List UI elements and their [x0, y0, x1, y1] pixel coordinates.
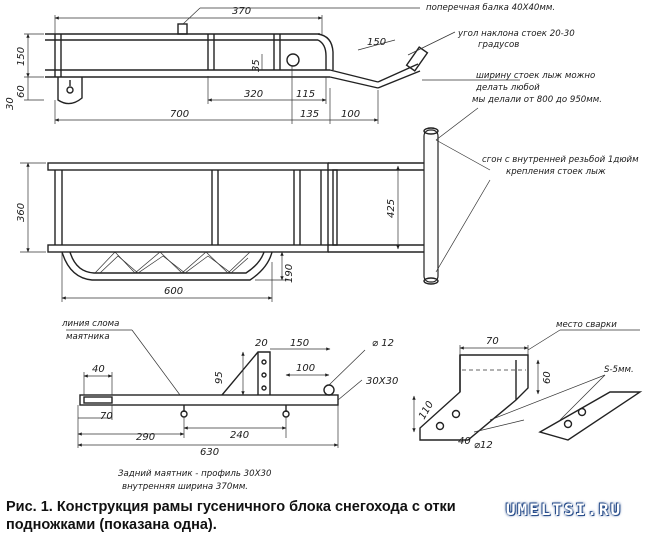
dim-70-pend: 70 [100, 411, 113, 422]
pendulum-view: 40 20 150 ⌀ 12 95 100 30Х30 70 290 240 6… [61, 319, 398, 492]
caption-line-2: подножками (показана одна). [6, 517, 217, 533]
dim-d12-pend: ⌀ 12 [372, 338, 394, 349]
dim-20: 20 [255, 338, 268, 349]
dim-95: 95 [214, 371, 225, 384]
note-width-2: делать любой [475, 83, 540, 93]
dim-425: 425 [386, 199, 397, 218]
dim-630: 630 [200, 447, 219, 458]
note-weld: место сварки [556, 320, 617, 330]
dim-40-foot: 40 [458, 436, 471, 447]
dim-110: 110 [417, 399, 436, 421]
dim-35: 35 [251, 59, 262, 72]
note-profile-2: внутренняя ширина 370мм. [122, 482, 248, 492]
dim-d12-foot: ⌀12 [474, 440, 493, 451]
dim-115: 115 [296, 89, 315, 100]
note-angle-1: угол наклона стоек 20-30 [457, 29, 575, 39]
dim-60: 60 [16, 85, 27, 98]
caption-line-1: Рис. 1. Конструкция рамы гусеничного бло… [6, 499, 456, 515]
dim-360: 360 [16, 203, 27, 222]
note-thread-2: крепления стоек лыж [506, 167, 606, 177]
note-thickness: S-5мм. [604, 365, 634, 375]
dim-30: 30 [5, 97, 16, 110]
dim-40: 40 [92, 364, 105, 375]
note-width-1: ширину стоек лыж можно [476, 71, 595, 81]
watermark-logo: UMELTSI.RU [505, 500, 623, 519]
dim-290: 290 [136, 432, 155, 443]
dim-150-ski: 150 [367, 37, 386, 48]
dim-370: 370 [232, 6, 251, 17]
dim-240: 240 [230, 430, 249, 441]
dim-60-foot: 60 [542, 371, 553, 384]
dim-190: 190 [284, 264, 295, 283]
dim-700: 700 [170, 109, 189, 120]
dim-150-side: 150 [16, 47, 27, 66]
plan-view: 360 425 190 600 сгон с внутренней резьбо… [16, 107, 639, 302]
dim-600: 600 [164, 286, 183, 297]
dim-70-foot: 70 [486, 336, 499, 347]
note-crossbar: поперечная балка 40Х40мм. [426, 3, 555, 13]
dim-135: 135 [300, 109, 319, 120]
dim-150-pend: 150 [290, 338, 309, 349]
footrest-view: 70 место сварки 60 S-5мм. 110 40 ⌀12 [412, 320, 643, 451]
dim-100: 100 [341, 109, 360, 120]
dim-100-pend: 100 [296, 363, 315, 374]
dim-30x30: 30Х30 [366, 376, 398, 387]
note-thread-1: сгон с внутренней резьбой 1дюйм [482, 155, 639, 165]
dim-320: 320 [244, 89, 263, 100]
side-view: 370 150 30 60 35 150 320 115 700 135 100 [5, 3, 602, 124]
note-width-3: мы делали от 800 до 950мм. [472, 95, 602, 105]
note-break-1: линия слома [61, 319, 119, 329]
note-profile-1: Задний маятник - профиль 30Х30 [118, 469, 272, 479]
note-angle-2: градусов [478, 40, 519, 50]
note-break-2: маятника [66, 332, 110, 342]
